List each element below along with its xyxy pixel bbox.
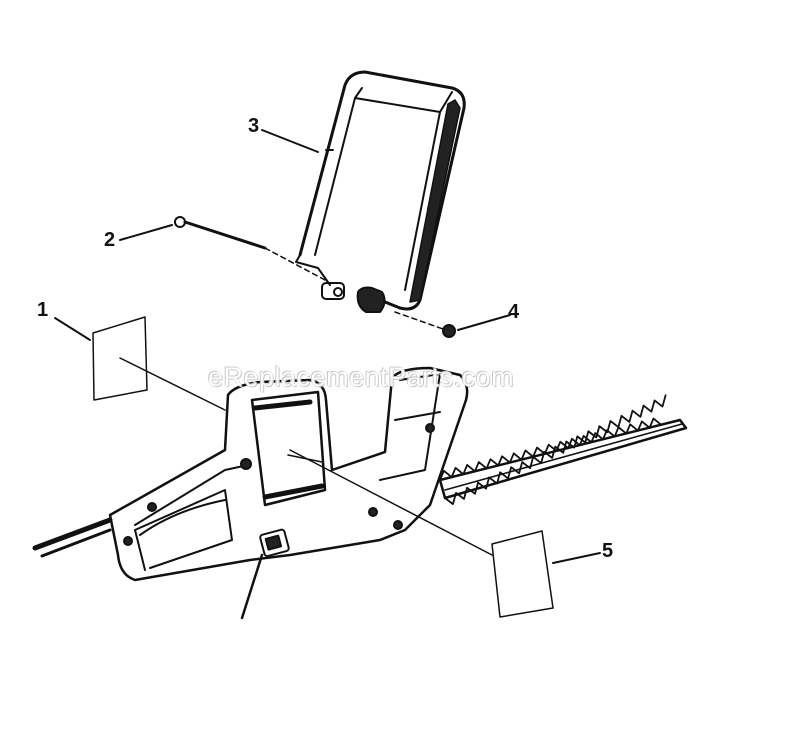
trimmer-blade xyxy=(438,394,688,506)
callout-leaders xyxy=(54,129,601,564)
part-3-handle-guard[interactable] xyxy=(295,70,466,313)
watermark-text: eReplacementParts.com xyxy=(208,362,515,392)
callout-4: 4 xyxy=(508,301,520,323)
callout-2: 2 xyxy=(104,229,116,251)
trimmer-housing xyxy=(32,366,469,620)
callout-1: 1 xyxy=(37,299,49,321)
part-2-screw[interactable] xyxy=(174,216,326,281)
callout-5: 5 xyxy=(602,540,614,562)
part-4-nut[interactable] xyxy=(394,311,456,338)
part-5-label[interactable] xyxy=(289,449,554,618)
part-1-label[interactable] xyxy=(92,316,226,411)
callout-3: 3 xyxy=(248,115,260,137)
